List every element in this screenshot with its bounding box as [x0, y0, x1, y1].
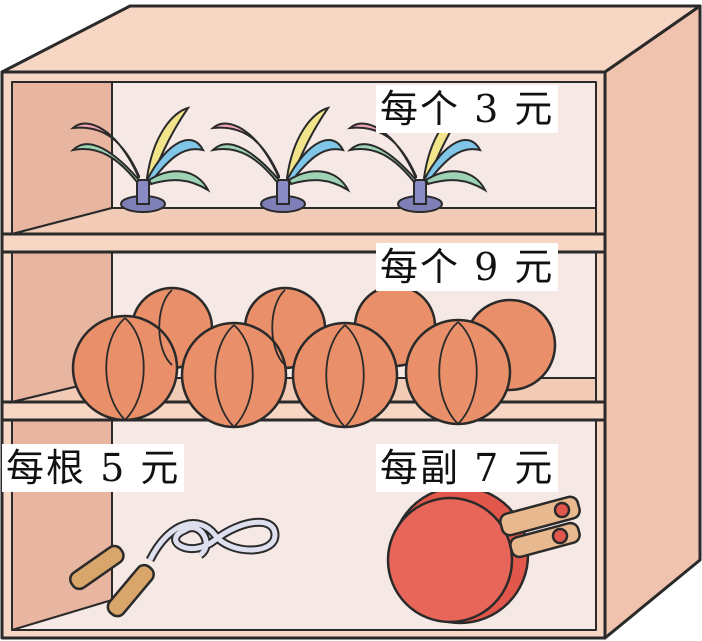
jump-rope-icon [69, 517, 280, 618]
price-label-jump-rope: 每根 5 元 [2, 444, 185, 492]
ping-pong-paddle-icon [386, 485, 581, 625]
price-label-shuttlecock: 每个 3 元 [376, 85, 559, 133]
cabinet-top [0, 4, 702, 74]
price-label-basketball: 每个 9 元 [376, 243, 559, 291]
price-label-paddle-set: 每副 7 元 [376, 444, 559, 492]
cabinet-side [603, 4, 702, 640]
shuttlecock-icon [69, 106, 488, 213]
